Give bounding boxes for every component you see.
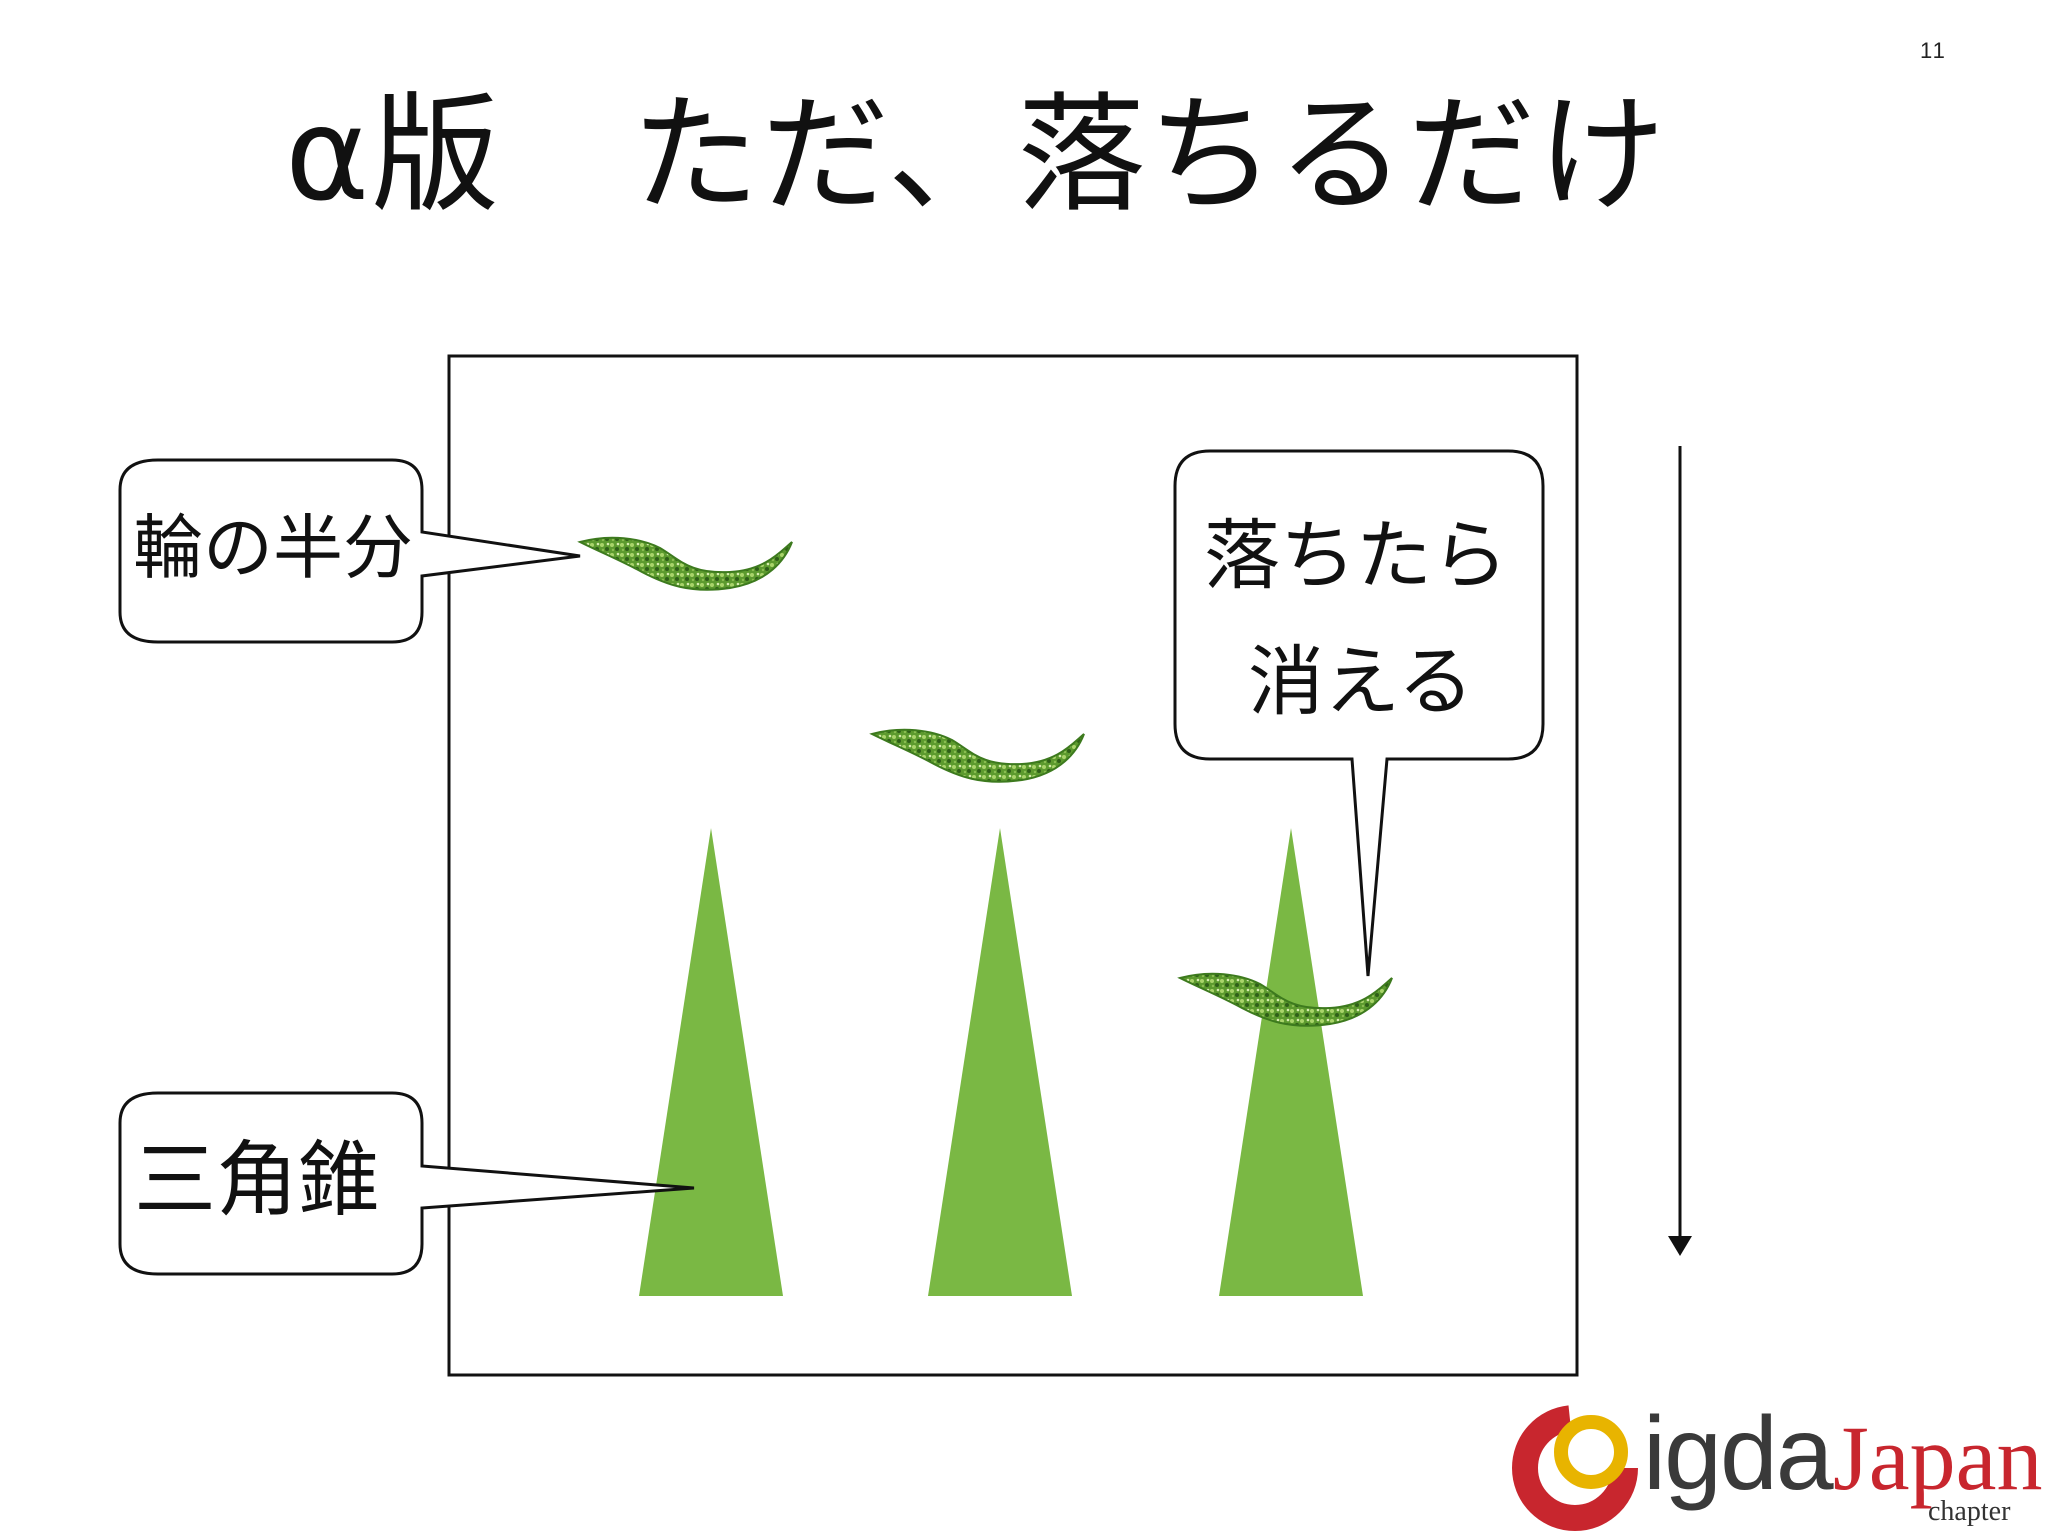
logo-igda-text: igda xyxy=(1643,1396,1834,1512)
slide-title: α版 ただ、落ちるだけ xyxy=(285,81,1668,230)
logo-chapter-text: chapter xyxy=(1928,1496,2011,1527)
logo-japan-text: Japan xyxy=(1833,1407,2043,1509)
callout-ring-half-box xyxy=(118,458,581,644)
callout-ring-half-label: 輪の半分 xyxy=(133,507,413,589)
game-frame xyxy=(447,354,1579,1377)
half-ring-top xyxy=(577,536,793,591)
callout-disappear-box xyxy=(1173,449,1545,977)
callout-disappear-line2: 消える xyxy=(1248,637,1474,726)
callout-cone-label: 三角錐 xyxy=(134,1133,381,1228)
callout-disappear-line1: 落ちたら xyxy=(1204,511,1508,600)
half-ring-middle xyxy=(869,728,1085,783)
cone-middle xyxy=(928,828,1072,1296)
cone-left xyxy=(639,828,783,1296)
page-number: 11 xyxy=(1920,38,1947,63)
callout-cone-box xyxy=(118,1091,695,1276)
igda-japan-logo: igda Japan chapter xyxy=(1515,1396,2042,1530)
cone-right xyxy=(1219,828,1363,1296)
falling-arrow xyxy=(1668,446,1692,1256)
half-ring-bottom xyxy=(1177,972,1393,1027)
igda-logo-mark xyxy=(1512,1405,1638,1531)
